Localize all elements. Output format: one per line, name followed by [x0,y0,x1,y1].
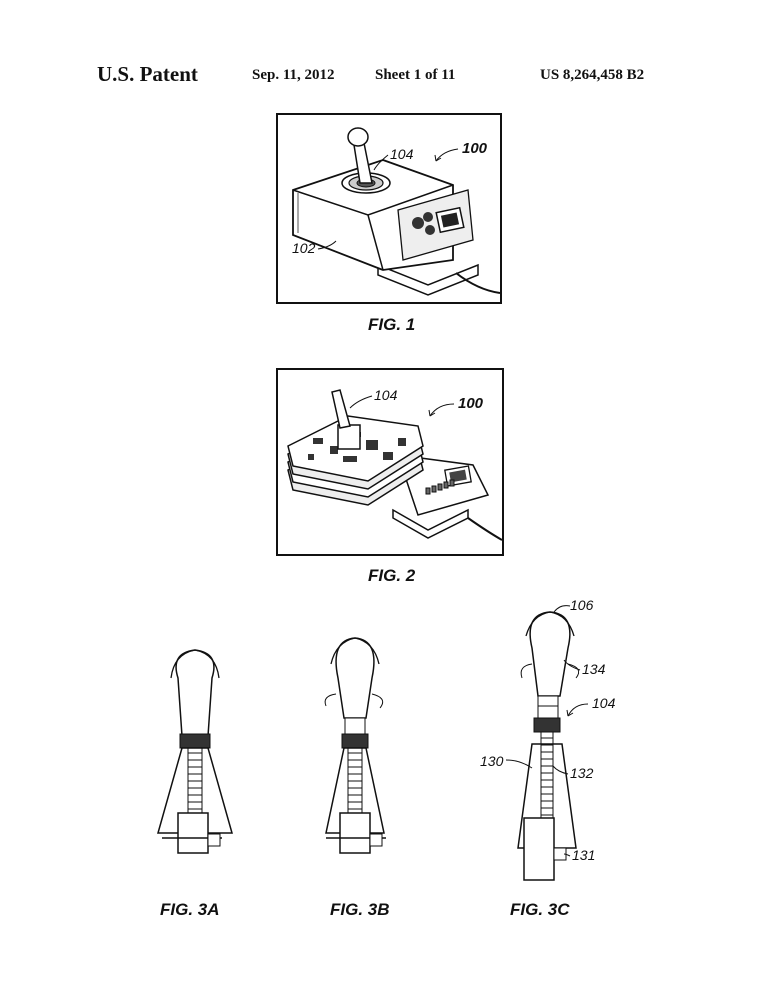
figure-3a-label: FIG. 3A [160,900,220,920]
patent-office: U.S. Patent [97,62,198,87]
patent-number: US 8,264,458 B2 [540,67,644,84]
figure-1-label: FIG. 1 [368,315,415,335]
figure-3a-drawing [158,650,232,853]
figure-1-drawing: 104 100 102 [276,113,502,304]
ref-131: 131 [572,847,595,863]
ref-104: 104 [390,146,414,162]
ref-102: 102 [292,240,316,256]
ref-132: 132 [570,765,594,781]
ref-104-fig3c: 104 [592,695,616,711]
sheet-number: Sheet 1 of 11 [375,67,455,84]
ref-104-fig2: 104 [374,387,398,403]
figure-3c-label: FIG. 3C [510,900,570,920]
figure-3b-label: FIG. 3B [330,900,390,920]
ref-100: 100 [462,140,488,157]
figure-3b-drawing [325,638,386,853]
figure-2-label: FIG. 2 [368,566,415,586]
ref-106: 106 [570,598,594,613]
ref-130: 130 [480,753,504,769]
ref-134: 134 [582,661,606,677]
joystick-stages-illustration: 106 134 104 130 132 131 [140,598,640,898]
figure-3c-drawing: 106 134 104 130 132 131 [480,598,616,880]
patent-date: Sep. 11, 2012 [252,67,335,84]
ref-100-fig2: 100 [458,395,484,412]
circuit-board-illustration: 104 100 [278,370,502,554]
figure-2-drawing: 104 100 [276,368,504,556]
joystick-device-illustration: 104 100 102 [278,115,500,302]
